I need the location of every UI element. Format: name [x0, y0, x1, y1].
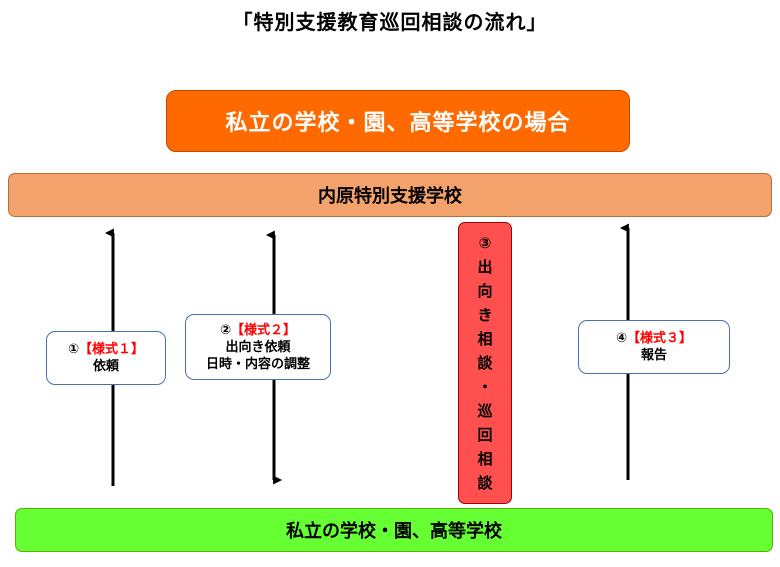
step1-number: ① — [67, 342, 79, 357]
step3-char: 相 — [477, 330, 493, 348]
bottom-bar-school: 私立の学校・園、高等学校 — [15, 508, 773, 552]
step4-form: 【様式３】 — [627, 331, 693, 346]
top-bar-school: 内原特別支援学校 — [8, 173, 772, 217]
step4-note: ④【様式３】 報告 — [578, 320, 730, 374]
step3-char: 相 — [477, 450, 493, 468]
step3-char: 談 — [477, 354, 493, 372]
step3-char: き — [477, 306, 493, 324]
step2-number: ② — [219, 322, 231, 338]
step1-text: 依頼 — [92, 359, 119, 374]
step3-char: ・ — [477, 378, 493, 396]
step3-char: 巡 — [477, 402, 493, 420]
step2-note: ②【様式２】 出向き依頼 日時・内容の調整 — [185, 314, 331, 380]
step1-note: ①【様式１】 依頼 — [46, 331, 166, 385]
step1-form: 【様式１】 — [79, 342, 145, 357]
step3-char: ③ — [478, 234, 492, 252]
step3-char: 向 — [477, 282, 493, 300]
step2-line1: 出向き依頼 — [225, 339, 291, 355]
step3-char: 出 — [477, 258, 493, 276]
step4-text: 報告 — [640, 348, 667, 363]
diagram-title: 「特別支援教育巡回相談の流れ」 — [232, 10, 548, 34]
step3-char: 談 — [477, 474, 493, 492]
case-banner: 私立の学校・園、高等学校の場合 — [166, 90, 630, 152]
step2-line2: 日時・内容の調整 — [205, 356, 310, 372]
step2-form: 【様式２】 — [231, 322, 297, 338]
step3-char: 回 — [477, 426, 493, 444]
step4-number: ④ — [615, 331, 627, 346]
